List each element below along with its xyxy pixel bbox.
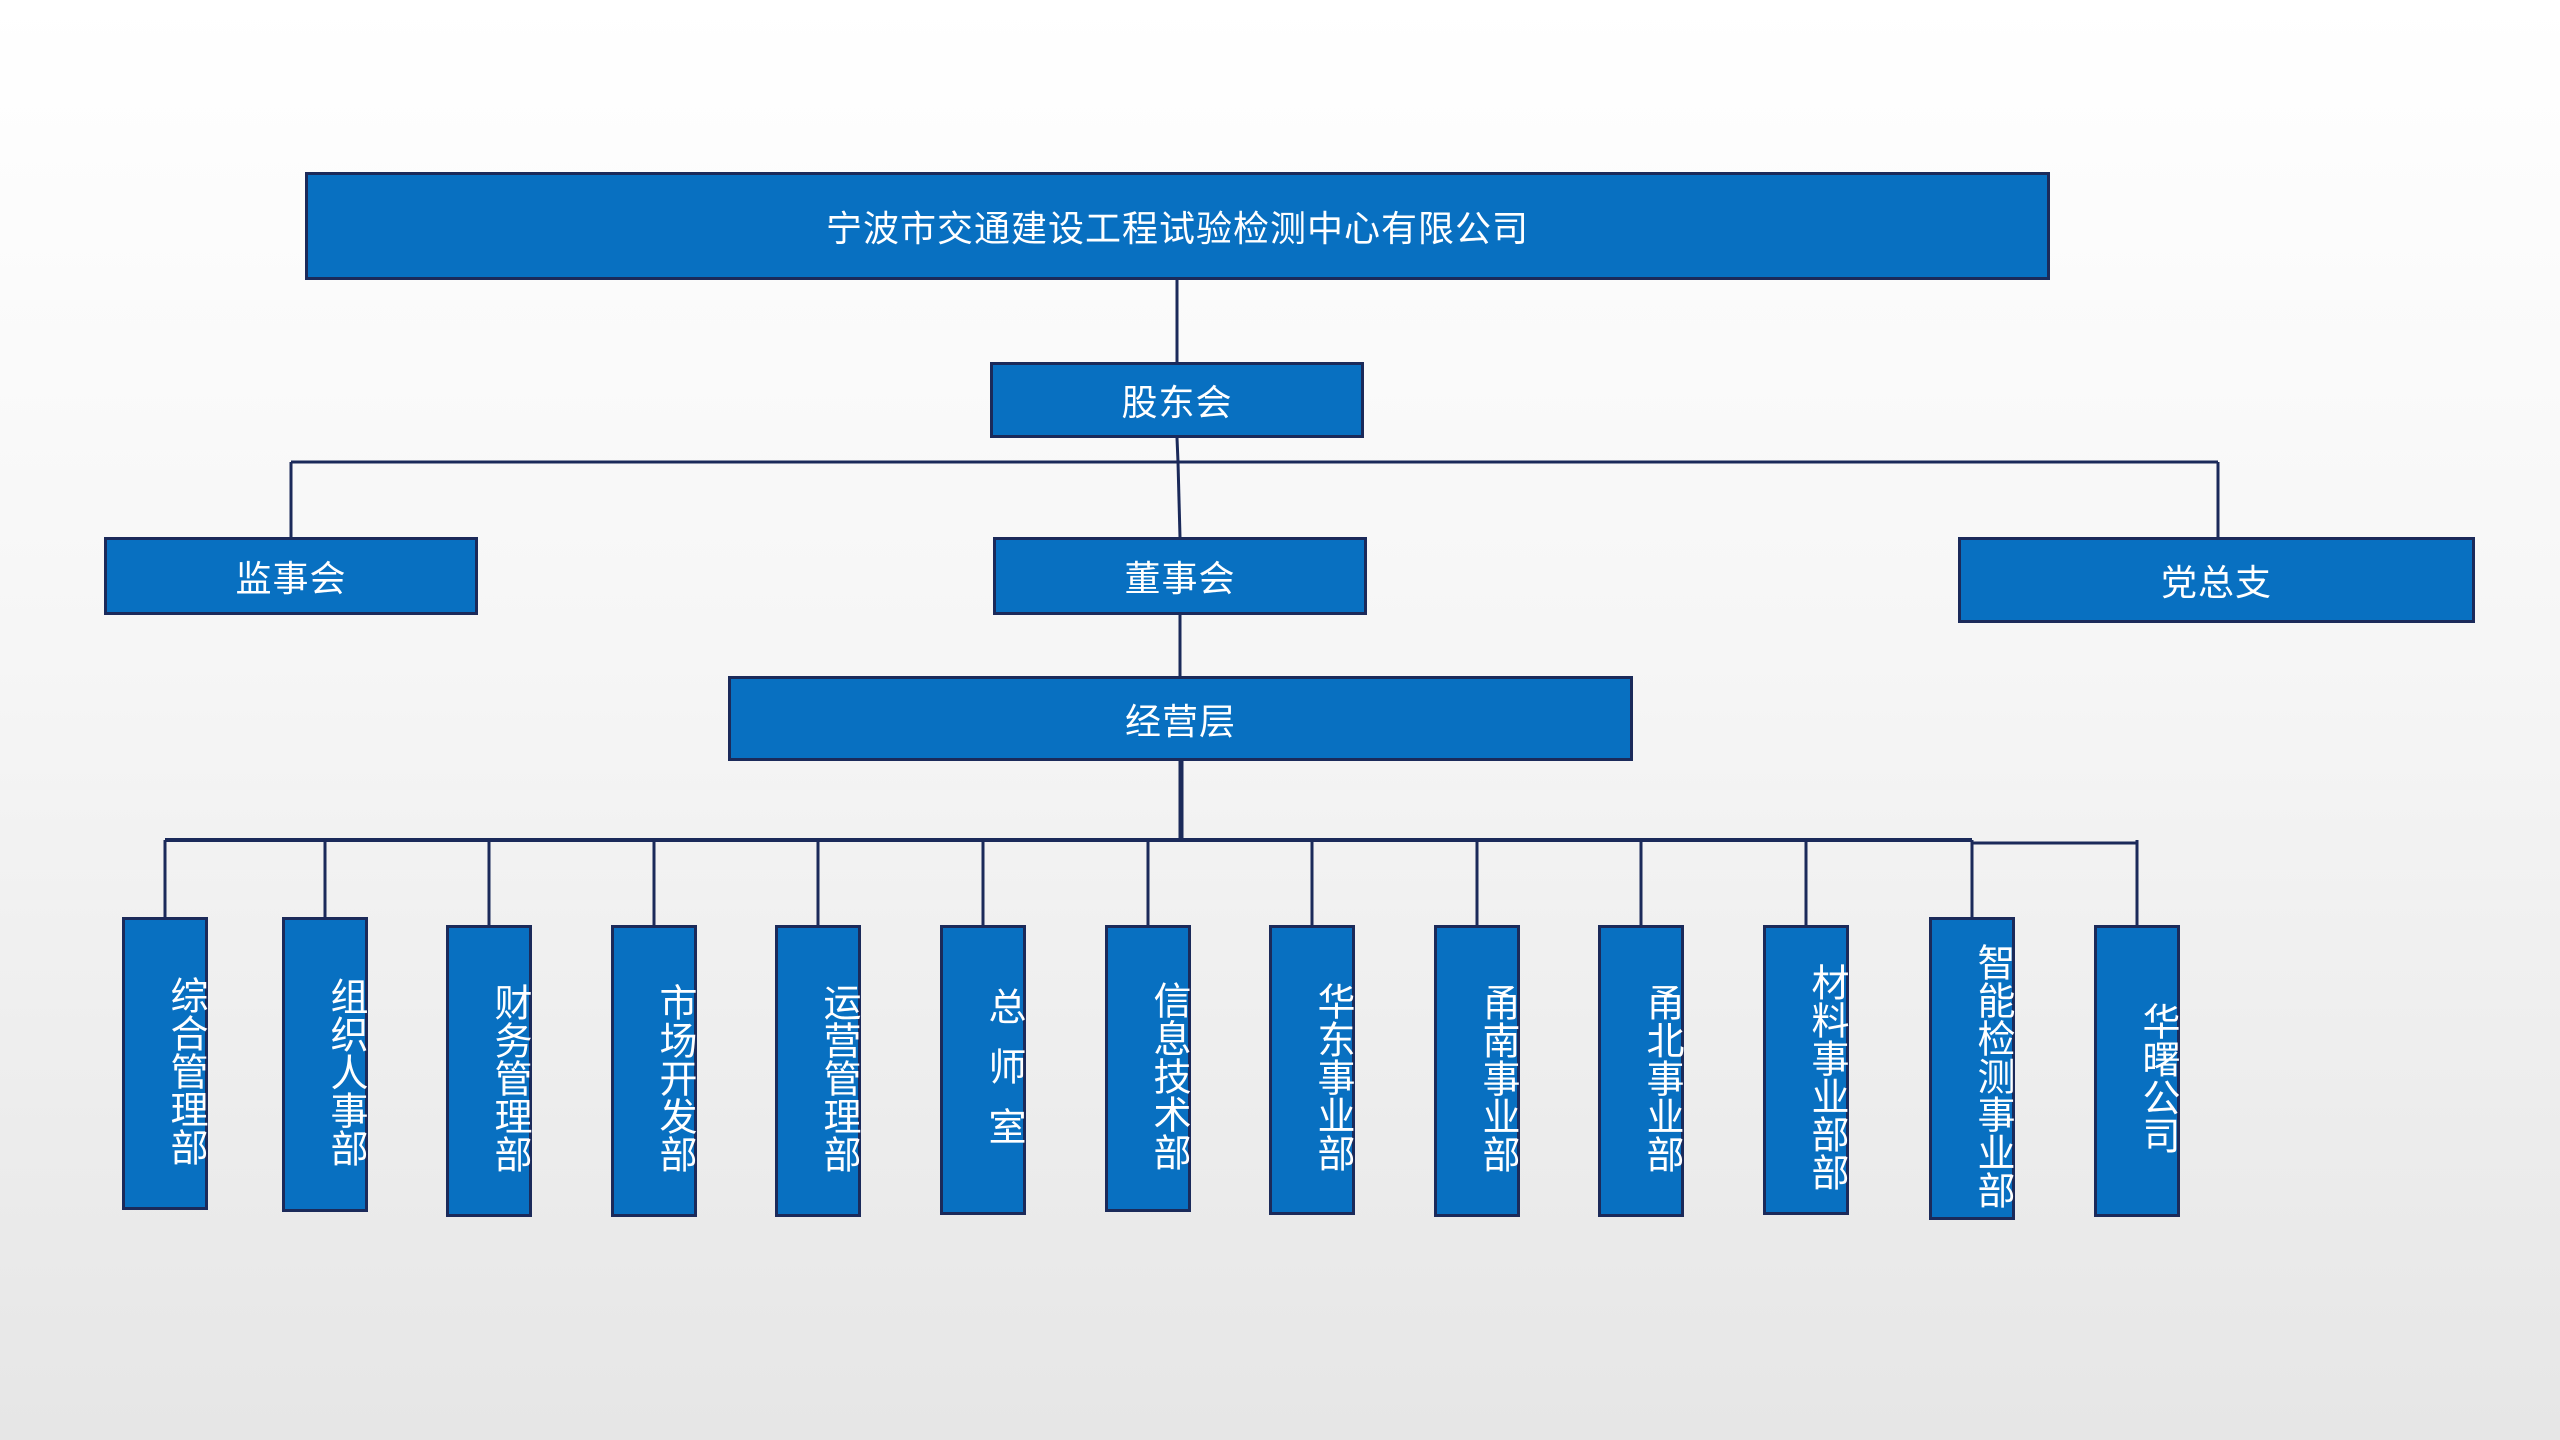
- connector-line-5: [1176, 461, 1182, 538]
- department-box-8: 甬南事业部: [1434, 925, 1520, 1217]
- department-label: 甬北事业部: [1640, 983, 1684, 1173]
- shareholders-box: 股东会: [990, 362, 1364, 438]
- department-label: 华东事业部: [1311, 982, 1355, 1172]
- connector-line-1: [1175, 437, 1180, 463]
- department-box-2: 财务管理部: [446, 925, 532, 1217]
- department-box-5: 总师室: [940, 925, 1026, 1215]
- department-box-3: 市场开发部: [611, 925, 697, 1217]
- department-box-4: 运营管理部: [775, 925, 861, 1217]
- department-box-1: 组织人事部: [282, 917, 368, 1212]
- department-box-0: 综合管理部: [122, 917, 208, 1210]
- department-label: 财务管理部: [488, 983, 532, 1173]
- board-box: 董事会: [993, 537, 1367, 615]
- department-box-7: 华东事业部: [1269, 925, 1355, 1215]
- shareholders-label: 股东会: [1121, 383, 1233, 424]
- company-label: 宁波市交通建设工程试验检测中心有限公司: [825, 209, 1529, 250]
- department-box-9: 甬北事业部: [1598, 925, 1684, 1217]
- department-label: 综合管理部: [164, 975, 208, 1166]
- department-label: 甬南事业部: [1476, 983, 1520, 1173]
- department-box-11: 智能检测事业部: [1929, 917, 2015, 1220]
- department-box-6: 信息技术部: [1105, 925, 1191, 1212]
- party-branch-label: 党总支: [2160, 563, 2272, 604]
- company-box: 宁波市交通建设工程试验检测中心有限公司: [305, 172, 2050, 280]
- department-label: 材料事业部部: [1805, 963, 1849, 1191]
- department-label: 运营管理部: [817, 983, 861, 1173]
- department-label: 组织人事部: [324, 976, 368, 1167]
- department-label: 华曙公司: [2136, 1002, 2180, 1154]
- supervisors-label: 监事会: [235, 559, 347, 600]
- department-label: 总师室: [982, 987, 1026, 1167]
- party-branch-box: 党总支: [1958, 537, 2475, 623]
- board-label: 董事会: [1124, 559, 1236, 600]
- department-label: 信息技术部: [1147, 980, 1191, 1171]
- supervisors-box: 监事会: [104, 537, 478, 615]
- department-label: 市场开发部: [653, 983, 697, 1173]
- department-label: 智能检测事业部: [1971, 942, 2015, 1209]
- management-label: 经营层: [1124, 701, 1236, 743]
- department-box-12: 华曙公司: [2094, 925, 2180, 1217]
- department-box-10: 材料事业部部: [1763, 925, 1849, 1215]
- management-box: 经营层: [728, 676, 1633, 761]
